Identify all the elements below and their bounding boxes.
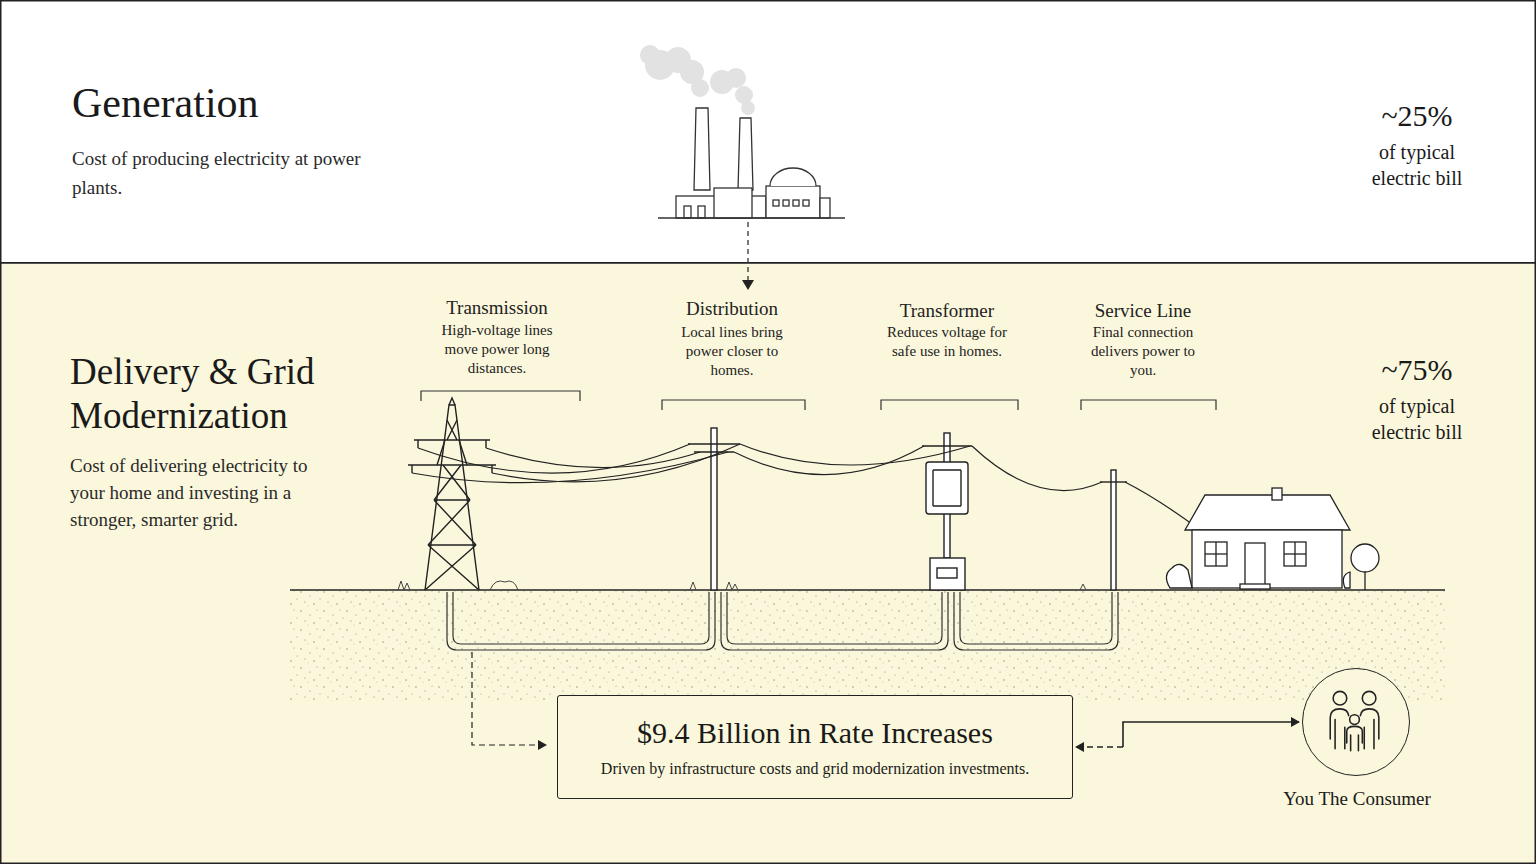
band-heading: Generation [72, 78, 492, 128]
share-caption: of typical electric bill [1352, 393, 1482, 445]
stage-description: Final connection delivers power to you. [1083, 323, 1203, 380]
connector-segment [1076, 746, 1123, 748]
stage-description: High-voltage lines move power long dista… [432, 321, 562, 378]
cost-band: GenerationCost of producing electricity … [0, 0, 1536, 263]
band-description: Cost of producing electricity at power p… [72, 144, 372, 202]
stage-description: Reduces voltage for safe use in homes. [887, 323, 1007, 361]
flow-arrow [1076, 722, 1299, 747]
stage-description: Local lines bring power closer to homes. [672, 323, 792, 380]
box-heading: $9.4 Billion in Rate Increases [637, 715, 993, 751]
share-percent: ~25% [1347, 98, 1487, 134]
stage-heading: Distribution [647, 297, 817, 320]
share-caption: of typical electric bill [1352, 139, 1482, 191]
stage-heading: Service Line [1058, 299, 1228, 322]
consumer-circle: You The Consumer [1302, 668, 1410, 776]
band-description: Cost of delivering electricity to your h… [70, 452, 320, 533]
band-heading: Delivery & Grid Modernization [70, 350, 380, 438]
share-percent: ~75% [1347, 352, 1487, 388]
consumer-label: You The Consumer [1262, 787, 1452, 811]
family-icon [1303, 669, 1408, 774]
stage-heading: Transformer [862, 299, 1032, 322]
connector-segment [1123, 722, 1299, 747]
stage-heading: Transmission [412, 296, 582, 319]
rate-increase-box: $9.4 Billion in Rate IncreasesDriven by … [557, 695, 1073, 799]
box-body: Driven by infrastructure costs and grid … [601, 759, 1029, 778]
